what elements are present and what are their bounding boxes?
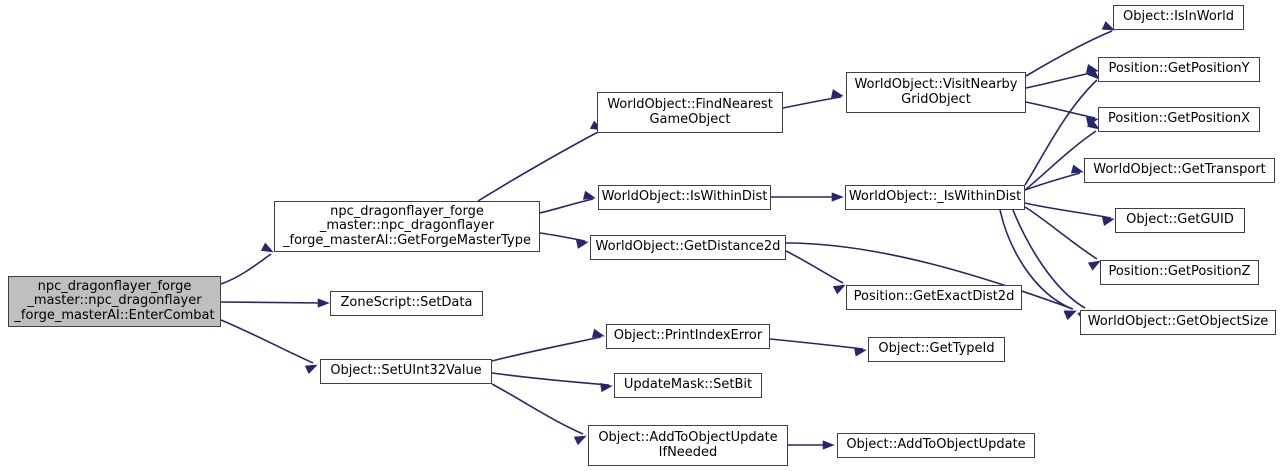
arrowhead-enterCombat-to-getForgeMasterType [260, 242, 274, 253]
arrowhead-getForgeMasterType-to-isWithinDist [582, 190, 596, 200]
graph-node-label-visitNearbyGridObject: WorldObject::VisitNearby GridObject [854, 76, 1018, 107]
graph-node-getTransport[interactable]: WorldObject::GetTransport [1084, 158, 1275, 183]
graph-node-label-_isWithinDist: WorldObject::_IsWithinDist [848, 189, 1022, 205]
graph-node-visitNearbyGridObject[interactable]: WorldObject::VisitNearby GridObject [846, 72, 1026, 113]
edge-getForgeMasterType-to-getDistance2d [539, 232, 586, 242]
edge-_isWithinDist-to-getPositionX [1024, 130, 1097, 191]
graph-node-getGUID[interactable]: Object::GetGUID [1115, 208, 1245, 233]
edge-enterCombat-to-setUInt32Value [220, 319, 314, 364]
graph-node-getForgeMasterType[interactable]: npc_dragonflayer_forge _master::npc_drag… [274, 201, 540, 252]
arrowhead-_isWithinDist-to-getPositionZ [1087, 260, 1101, 271]
arrowhead-isWithinDist-to-_isWithinDist [831, 192, 844, 202]
graph-node-isWithinDist[interactable]: WorldObject::IsWithinDist [598, 185, 771, 210]
arrowhead-findNearestGameObject-to-visitNearbyGridObject [830, 89, 844, 99]
graph-node-updateMaskSetBit[interactable]: UpdateMask::SetBit [614, 373, 762, 398]
edge-setUInt32Value-to-addToObjectUpdateIfNeeded [491, 383, 584, 435]
graph-node-label-addToObjectUpdate: Object::AddToObjectUpdate [846, 437, 1026, 453]
graph-node-label-getTypeId: Object::GetTypeId [878, 341, 995, 357]
edge-printIndexError-to-getTypeId [769, 338, 864, 350]
arrowhead-_isWithinDist-to-getTransport [1070, 164, 1084, 174]
graph-node-getTypeId[interactable]: Object::GetTypeId [868, 337, 1005, 362]
graph-node-label-findNearestGameObject: WorldObject::FindNearest GameObject [607, 96, 773, 127]
arrowhead-setUInt32Value-to-updateMaskSetBit [600, 382, 613, 393]
graph-node-getPositionY[interactable]: Position::GetPositionY [1098, 57, 1260, 82]
edge-visitNearbyGridObject-to-getPositionY [1025, 71, 1096, 89]
arrowhead-_isWithinDist-to-getPositionX [1086, 118, 1100, 130]
arrowhead-enterCombat-to-setUInt32Value [304, 364, 318, 374]
graph-node-enterCombat[interactable]: npc_dragonflayer_forge _master::npc_drag… [8, 276, 221, 327]
graph-node-addToObjectUpdate[interactable]: Object::AddToObjectUpdate [837, 433, 1035, 458]
edge-findNearestGameObject-to-visitNearbyGridObject [782, 96, 842, 109]
graph-node-findNearestGameObject[interactable]: WorldObject::FindNearest GameObject [597, 92, 783, 133]
graph-node-label-updateMaskSetBit: UpdateMask::SetBit [623, 377, 753, 393]
edge-visitNearbyGridObject-to-isInWorld [1025, 30, 1113, 77]
graph-node-_isWithinDist[interactable]: WorldObject::_IsWithinDist [845, 185, 1025, 210]
arrowhead-addToObjectUpdateIfNeeded-to-addToObjectUpdate [822, 440, 835, 450]
edge-getDistance2d-to-getObjectSize [785, 242, 1074, 310]
graph-node-setUInt32Value[interactable]: Object::SetUInt32Value [320, 359, 492, 384]
graph-node-label-getGUID: Object::GetGUID [1126, 212, 1234, 228]
edge-_isWithinDist-to-getObjectSize [1012, 209, 1086, 309]
arrowhead-setUInt32Value-to-addToObjectUpdateIfNeeded [573, 435, 587, 446]
edge-getDistance2d-to-getExactDist2d [785, 250, 844, 284]
graph-node-label-setUInt32Value: Object::SetUInt32Value [330, 363, 482, 379]
graph-node-zoneScriptSetData[interactable]: ZoneScript::SetData [330, 291, 483, 316]
arrowhead-enterCombat-to-zoneScriptSetData [317, 298, 330, 308]
arrowhead-getForgeMasterType-to-getDistance2d [575, 239, 589, 249]
graph-node-label-getExactDist2d: Position::GetExactDist2d [853, 289, 1015, 305]
graph-node-getPositionZ[interactable]: Position::GetPositionZ [1100, 260, 1259, 285]
graph-node-label-printIndexError: Object::PrintIndexError [613, 328, 763, 344]
graph-node-label-getPositionZ: Position::GetPositionZ [1108, 264, 1251, 280]
arrowhead-getDistance2d-to-getExactDist2d [832, 284, 846, 295]
edge-setUInt32Value-to-printIndexError [491, 336, 602, 362]
graph-node-label-getDistance2d: WorldObject::GetDistance2d [595, 239, 781, 255]
edge-visitNearbyGridObject-to-getPositionX [1025, 101, 1096, 119]
graph-node-getDistance2d[interactable]: WorldObject::GetDistance2d [590, 235, 786, 260]
arrowhead-visitNearbyGridObject-to-isInWorld [1101, 21, 1115, 31]
graph-node-label-isWithinDist: WorldObject::IsWithinDist [601, 189, 768, 205]
edge-enterCombat-to-getForgeMasterType [220, 253, 272, 285]
edge-getForgeMasterType-to-isWithinDist [539, 198, 594, 214]
edge-_isWithinDist-to-getTransport [1024, 172, 1081, 191]
graph-node-label-getPositionY: Position::GetPositionY [1108, 61, 1250, 77]
graph-node-getExactDist2d[interactable]: Position::GetExactDist2d [846, 285, 1022, 310]
arrowhead-_isWithinDist-to-getObjectSize [1063, 310, 1077, 320]
graph-node-addToObjectUpdateIfNeeded[interactable]: Object::AddToObjectUpdate IfNeeded [588, 425, 788, 466]
graph-node-getObjectSize[interactable]: WorldObject::GetObjectSize [1080, 310, 1276, 335]
graph-node-label-getTransport: WorldObject::GetTransport [1093, 162, 1266, 178]
graph-node-printIndexError[interactable]: Object::PrintIndexError [606, 324, 770, 349]
arrowhead-printIndexError-to-getTypeId [854, 347, 867, 357]
arrowhead-_isWithinDist-to-getPositionY [1087, 67, 1100, 80]
graph-node-label-enterCombat: npc_dragonflayer_forge _master::npc_drag… [14, 278, 215, 323]
edge-getForgeMasterType-to-findNearestGameObject [477, 130, 601, 202]
edge-_isWithinDist-to-getPositionY [1024, 79, 1098, 186]
graph-node-label-zoneScriptSetData: ZoneScript::SetData [340, 295, 473, 311]
graph-node-isInWorld[interactable]: Object::IsInWorld [1113, 5, 1244, 30]
arrowhead-_isWithinDist-to-getGUID [1101, 217, 1115, 227]
edge-setUInt32Value-to-updateMaskSetBit [491, 372, 610, 386]
graph-node-getPositionX[interactable]: Position::GetPositionX [1098, 107, 1260, 132]
graph-node-label-getPositionX: Position::GetPositionX [1107, 111, 1251, 127]
graph-node-label-getForgeMasterType: npc_dragonflayer_forge _master::npc_drag… [283, 203, 531, 248]
graph-node-label-isInWorld: Object::IsInWorld [1122, 9, 1235, 25]
edge-_isWithinDist-to-getObjectSize [999, 209, 1073, 310]
edge-_isWithinDist-to-getGUID [1024, 202, 1112, 219]
graph-node-label-getObjectSize: WorldObject::GetObjectSize [1087, 314, 1269, 330]
edge-_isWithinDist-to-getPositionZ [1024, 206, 1098, 260]
arrowhead-setUInt32Value-to-printIndexError [591, 328, 605, 338]
graph-node-label-addToObjectUpdateIfNeeded: Object::AddToObjectUpdate IfNeeded [598, 429, 778, 460]
edge-enterCombat-to-zoneScriptSetData [220, 301, 326, 304]
